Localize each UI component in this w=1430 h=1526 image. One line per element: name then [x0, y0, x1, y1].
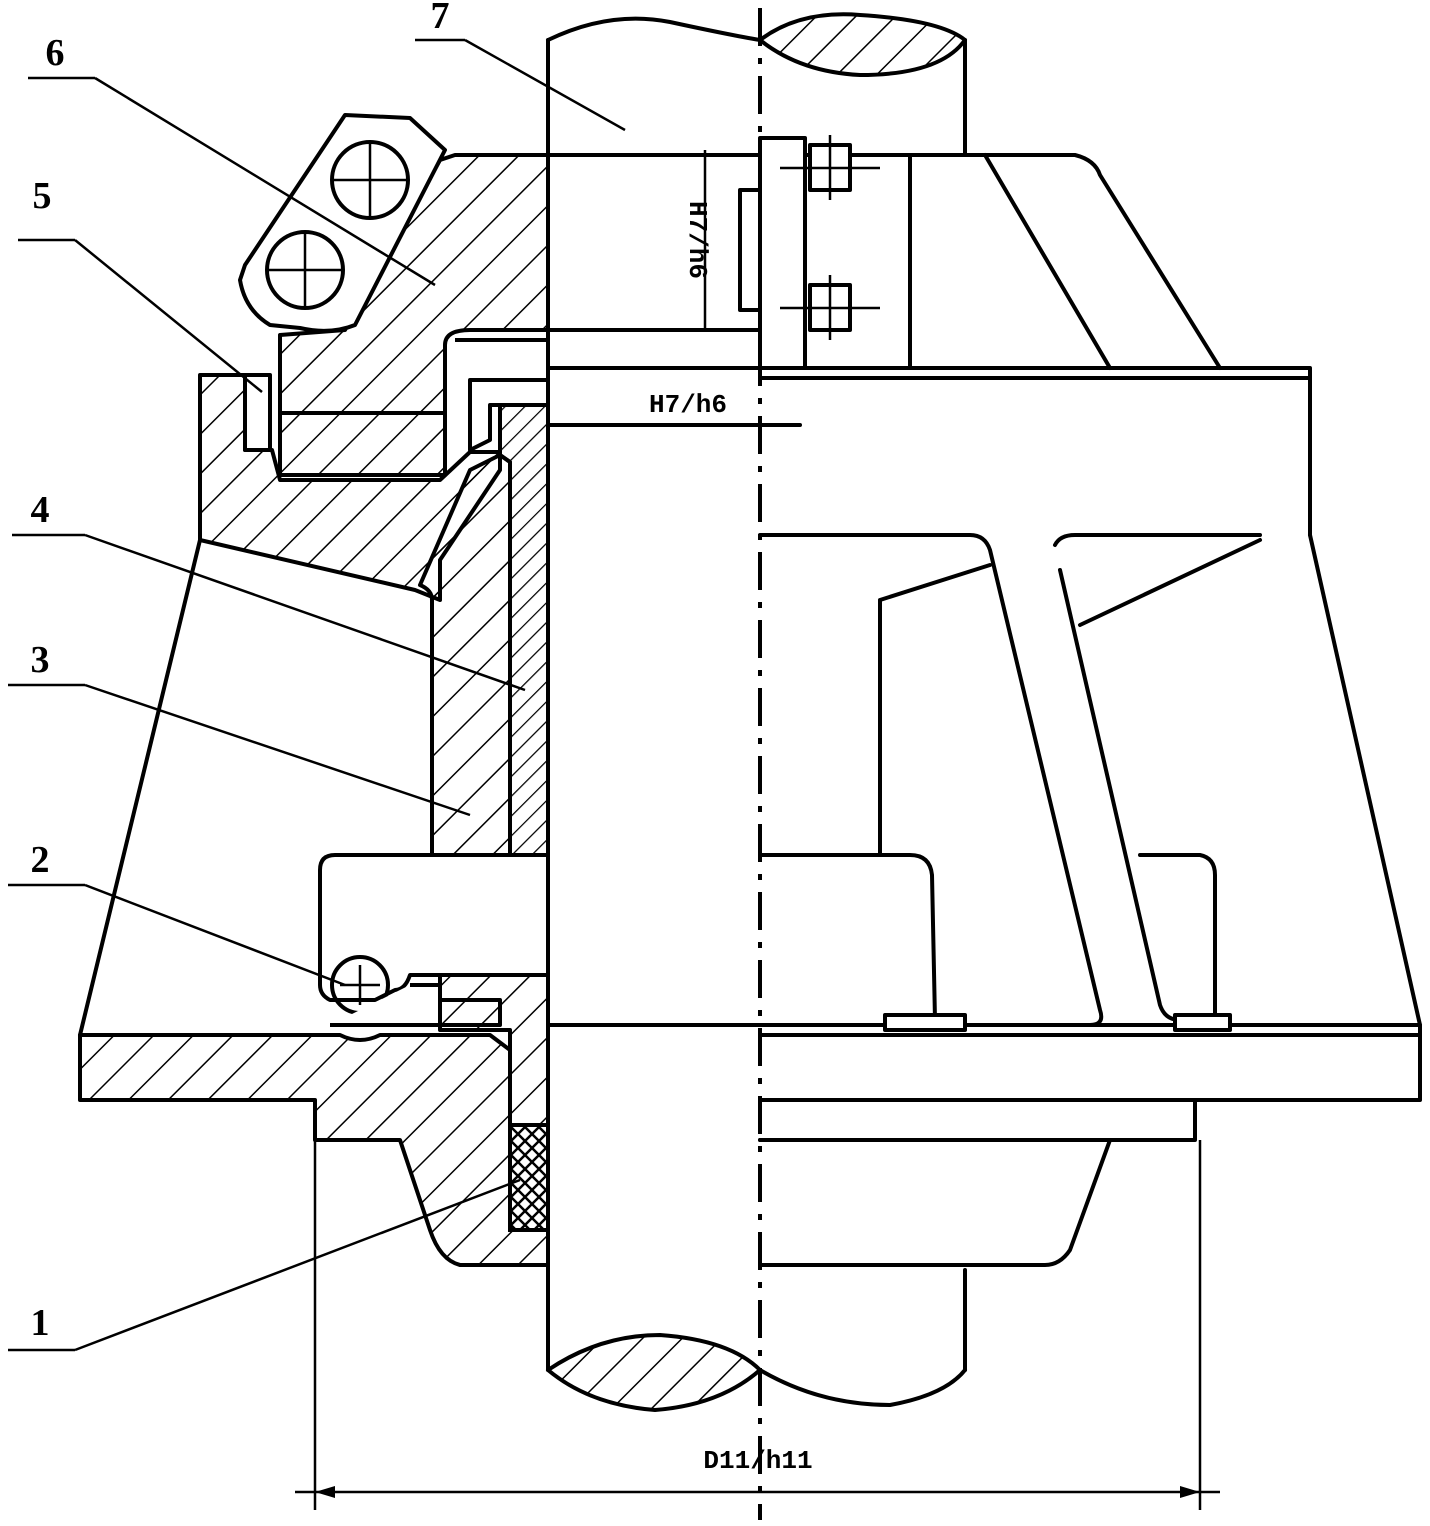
- housing-cone-left: [78, 538, 202, 1037]
- dimension-h7-vertical: H7/h6: [682, 150, 712, 330]
- label-group-1: 1: [8, 1178, 521, 1352]
- dimension-h7-horizontal: H7/h6: [548, 390, 800, 427]
- right-exterior: [546, 135, 1422, 1267]
- part-label-3: 3: [31, 639, 50, 681]
- part-label-6: 6: [46, 32, 65, 74]
- bolt-bracket: [238, 113, 447, 333]
- top-ring: [455, 338, 550, 452]
- label-group-4: 4: [12, 489, 526, 692]
- part-label-2: 2: [31, 839, 50, 881]
- fit-h7-horizontal: H7/h6: [649, 390, 727, 420]
- dimension-d11: D11/h11: [295, 1140, 1220, 1510]
- housing-top: [198, 373, 502, 602]
- hex-bolt-lower: [265, 230, 345, 310]
- label-group-2: 2: [8, 839, 346, 987]
- packing-1: [508, 1123, 550, 1232]
- seal-ring-5: [278, 411, 447, 477]
- fit-h7-vertical: H7/h6: [682, 201, 712, 279]
- label-group-3: 3: [8, 639, 471, 817]
- base-flange-left: [78, 1033, 550, 1267]
- pin-5: [243, 373, 272, 452]
- hex-bolt-upper: [330, 140, 410, 220]
- part-label-7: 7: [431, 0, 450, 37]
- part-label-5: 5: [33, 175, 52, 217]
- label-group-7: 7: [415, 0, 626, 132]
- clamp-ring-6: [278, 153, 550, 415]
- part-label-4: 4: [31, 489, 50, 531]
- part-label-1: 1: [31, 1302, 50, 1344]
- label-group-5: 5: [18, 175, 263, 393]
- label-group-6: 6: [28, 32, 436, 287]
- fit-d11: D11/h11: [703, 1446, 812, 1476]
